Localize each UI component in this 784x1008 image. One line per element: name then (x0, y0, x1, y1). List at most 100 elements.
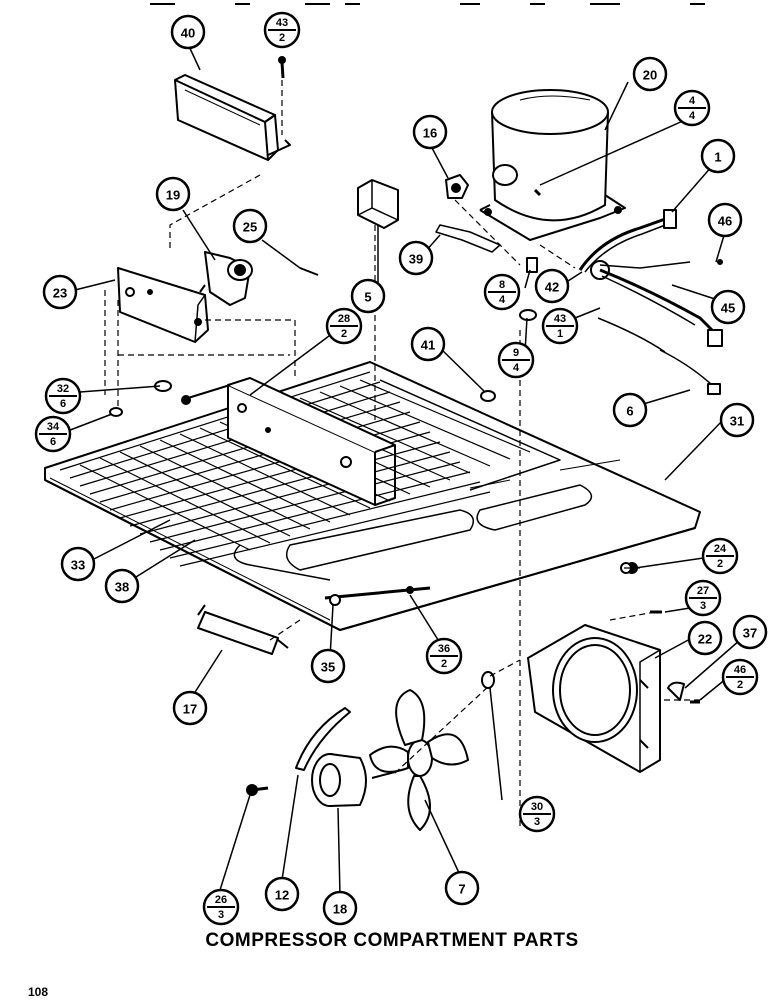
callout-number: 25 (243, 220, 257, 235)
callout-circle (310, 648, 346, 684)
callout-42: 42 (534, 268, 570, 304)
callout-circle (350, 278, 386, 314)
callout-circle (687, 620, 723, 656)
clip-part-8 (526, 257, 538, 273)
callout-number: 28 (338, 313, 350, 325)
callout-number: 1 (557, 328, 563, 340)
bracket-part-40 (174, 74, 291, 161)
callout-number: 16 (423, 126, 437, 141)
callout-number: 40 (181, 26, 195, 41)
callout-24: 242 (701, 537, 739, 575)
callout-number: 4 (689, 110, 696, 122)
callout-number: 2 (279, 32, 285, 44)
callout-circle (60, 546, 96, 582)
callout-circle (155, 176, 191, 212)
callout-27: 273 (684, 579, 722, 617)
callout-36: 362 (425, 637, 463, 675)
callout-number: 3 (534, 816, 540, 828)
callout-number: 24 (714, 543, 727, 555)
assembly-lines (104, 80, 700, 830)
tube-part-36 (324, 586, 431, 606)
callout-number: 43 (276, 17, 288, 29)
grommet-part-41 (480, 390, 496, 402)
callout-40: 40 (170, 14, 206, 50)
callout-33: 33 (60, 546, 96, 582)
callout-9: 94 (497, 341, 535, 379)
callout-circle (264, 876, 300, 912)
callout-number: 20 (643, 68, 657, 83)
callout-number: 19 (166, 188, 180, 203)
callout-22: 22 (687, 620, 723, 656)
screw-part-28 (187, 384, 231, 399)
callout-37: 37 (732, 614, 768, 650)
callout-46b: 462 (721, 658, 759, 696)
wiring-harness-part-1 (578, 209, 723, 395)
callout-number: 6 (50, 436, 56, 448)
callout-34: 346 (34, 415, 72, 453)
callout-circle (710, 289, 746, 325)
callout-number: 2 (341, 328, 347, 340)
callout-1: 1 (700, 138, 736, 174)
parts-artwork (44, 3, 741, 896)
callout-12: 12 (264, 876, 300, 912)
grommet-part-9 (519, 309, 537, 321)
callout-circle (412, 114, 448, 150)
callout-7: 7 (444, 870, 480, 906)
callout-number: 31 (730, 414, 744, 429)
callout-number: 1 (714, 150, 721, 165)
callout-number: 6 (626, 404, 633, 419)
bracket-part-12 (295, 707, 351, 771)
callout-43b: 431 (541, 307, 579, 345)
callout-number: 4 (499, 294, 506, 306)
callout-number: 42 (545, 280, 559, 295)
callout-number: 26 (215, 894, 227, 906)
callout-25: 25 (232, 208, 268, 244)
callout-number: 46 (734, 664, 746, 676)
callout-circle (172, 690, 208, 726)
callout-number: 4 (513, 362, 520, 374)
callout-number: 27 (697, 585, 709, 597)
callout-number: 2 (717, 558, 723, 570)
screw-part-26 (246, 784, 269, 796)
callout-23: 23 (42, 274, 78, 310)
callout-8: 84 (483, 273, 521, 311)
callout-16: 16 (412, 114, 448, 150)
callout-circle (612, 392, 648, 428)
defrost-timer-part-19 (199, 251, 253, 306)
motor-bracket-part-23 (117, 267, 209, 343)
page-number: 108 (28, 985, 49, 999)
callout-32: 326 (44, 377, 82, 415)
callout-number: 32 (57, 383, 69, 395)
callout-number: 36 (438, 643, 450, 655)
callout-number: 22 (698, 632, 712, 647)
callout-circle (732, 614, 768, 650)
callout-number: 6 (60, 398, 66, 410)
callout-4: 44 (673, 89, 711, 127)
callout-20: 20 (632, 56, 668, 92)
callout-circle (232, 208, 268, 244)
callout-number: 41 (421, 338, 435, 353)
callout-circle (410, 326, 446, 362)
washer-part-34 (109, 407, 123, 417)
callout-26: 263 (202, 888, 240, 926)
callout-number: 8 (499, 279, 505, 291)
callout-18: 18 (322, 890, 358, 926)
callout-circle (444, 870, 480, 906)
clip-part-37 (667, 681, 685, 701)
drier-part-17 (197, 604, 289, 655)
callout-number: 17 (183, 702, 197, 717)
callout-circle (104, 568, 140, 604)
callout-circle (170, 14, 206, 50)
fan-motor-part-18 (311, 753, 396, 807)
callout-number: 34 (47, 421, 60, 433)
callout-circle (534, 268, 570, 304)
callout-circle (398, 240, 434, 276)
callout-6: 6 (612, 392, 648, 428)
callout-circle (632, 56, 668, 92)
callout-number: 5 (364, 290, 371, 305)
callout-30: 303 (518, 795, 556, 833)
callout-number: 9 (513, 347, 519, 359)
callout-number: 2 (441, 658, 447, 670)
callout-number: 3 (700, 600, 706, 612)
